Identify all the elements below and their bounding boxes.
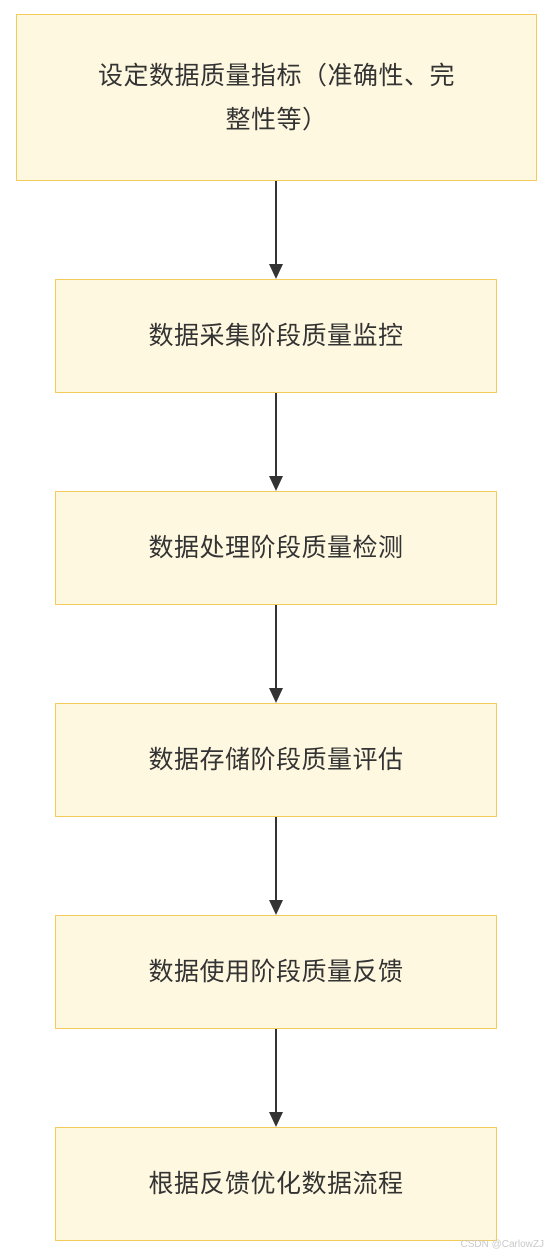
node-label: 数据存储阶段质量评估	[148, 745, 404, 774]
node-label: 数据处理阶段质量检测	[148, 533, 404, 562]
edge-arrow	[269, 1029, 283, 1127]
arrowhead-icon	[269, 264, 283, 279]
node-label: 数据采集阶段质量监控	[148, 321, 404, 350]
node-label: 根据反馈优化数据流程	[148, 1169, 404, 1198]
node-storage-evaluation: 数据存储阶段质量评估	[55, 703, 497, 817]
node-processing-detection: 数据处理阶段质量检测	[55, 491, 497, 605]
arrowhead-icon	[269, 688, 283, 703]
arrowhead-icon	[269, 900, 283, 915]
node-collection-monitoring: 数据采集阶段质量监控	[55, 279, 497, 393]
node-set-quality-metrics: 设定数据质量指标（准确性、完 整性等）	[16, 14, 537, 181]
edge-arrow	[269, 393, 283, 491]
node-label-line-2: 整性等）	[225, 104, 328, 134]
watermark: CSDN @CarlowZJ	[460, 1239, 545, 1250]
node-label: 数据使用阶段质量反馈	[148, 957, 404, 986]
arrowhead-icon	[269, 1112, 283, 1127]
node-label: 设定数据质量指标（准确性、完 整性等）	[98, 54, 455, 142]
arrowhead-icon	[269, 476, 283, 491]
node-optimize-process: 根据反馈优化数据流程	[55, 1127, 497, 1241]
edge-arrow	[269, 605, 283, 703]
node-usage-feedback: 数据使用阶段质量反馈	[55, 915, 497, 1029]
edge-arrow	[269, 817, 283, 915]
node-label-line-1: 设定数据质量指标（准确性、完	[97, 60, 455, 90]
edge-arrow	[269, 181, 283, 279]
